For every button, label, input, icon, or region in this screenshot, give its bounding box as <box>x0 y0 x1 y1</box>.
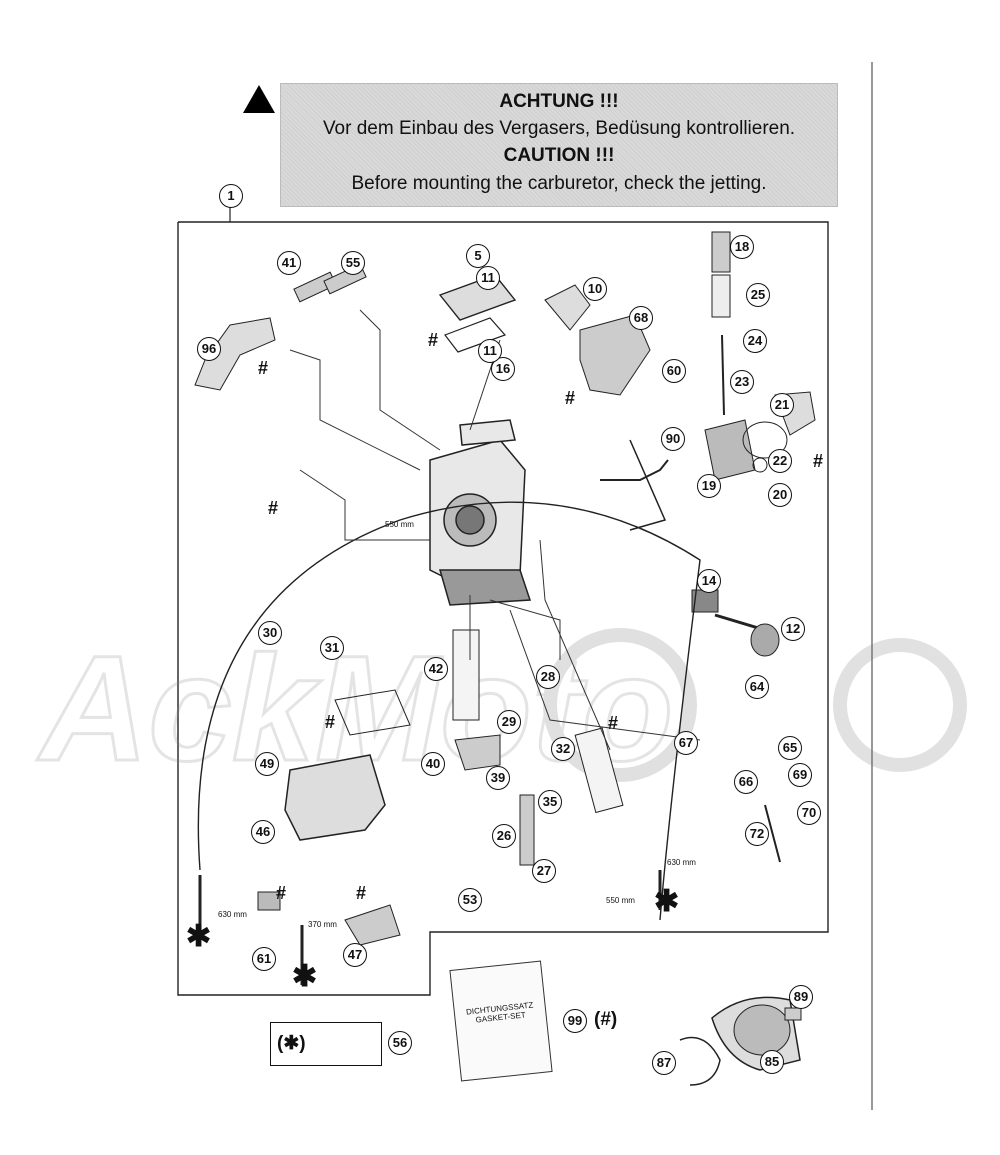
callout-assembly: 1 <box>219 184 243 208</box>
callout-24: 24 <box>743 329 767 353</box>
callout-64: 64 <box>745 675 769 699</box>
hose-marker-star: ✱ <box>292 960 318 993</box>
gasket-marker: # <box>608 713 619 733</box>
legend-symbol: (✱) <box>277 1033 306 1054</box>
callout-11: 11 <box>476 266 500 290</box>
callout-20: 20 <box>768 483 792 507</box>
callout-69: 69 <box>788 763 812 787</box>
callout-26: 26 <box>492 824 516 848</box>
callout-5: 5 <box>466 244 490 268</box>
dimension-label: 550 mm <box>385 520 414 529</box>
dimension-label: 630 mm <box>667 858 696 867</box>
callout-40: 40 <box>421 752 445 776</box>
warning-text-en: Before mounting the carburetor, check th… <box>351 173 767 194</box>
callout-16: 16 <box>491 357 515 381</box>
callout-41: 41 <box>277 251 301 275</box>
callout-72: 72 <box>745 822 769 846</box>
dimension-label: 370 mm <box>308 920 337 929</box>
warning-title-en: CAUTION !!! <box>503 145 615 166</box>
gasket-marker: # <box>813 451 824 471</box>
callout-46: 46 <box>251 820 275 844</box>
gasket-marker: # <box>258 358 269 378</box>
callout-21: 21 <box>770 393 794 417</box>
dimension-label: 550 mm <box>606 896 635 905</box>
callout-89: 89 <box>789 985 813 1009</box>
callout-14: 14 <box>697 569 721 593</box>
callout-23: 23 <box>730 370 754 394</box>
callout-31: 31 <box>320 636 344 660</box>
dimension-label: 630 mm <box>218 910 247 919</box>
gasket-marker: # <box>276 883 287 903</box>
warning-triangle-icon <box>243 85 275 113</box>
hose-legend: (✱) <box>270 1022 382 1066</box>
hose-marker-star: ✱ <box>186 920 212 953</box>
callout-66: 66 <box>734 770 758 794</box>
callout-53: 53 <box>458 888 482 912</box>
warning-text-de: Vor dem Einbau des Vergasers, Bedüsung k… <box>322 118 796 139</box>
callout-27: 27 <box>532 859 556 883</box>
callout-19: 19 <box>697 474 721 498</box>
callout-29: 29 <box>497 710 521 734</box>
callout-22: 22 <box>768 449 792 473</box>
callout-67: 67 <box>674 731 698 755</box>
callout-30: 30 <box>258 621 282 645</box>
callout-70: 70 <box>797 801 821 825</box>
gasket-marker: # <box>428 330 439 350</box>
gasket-set-marker: (#) <box>594 1009 618 1030</box>
callout-42: 42 <box>424 657 448 681</box>
callout-28: 28 <box>536 665 560 689</box>
gasket-marker: # <box>268 498 279 518</box>
callout-87: 87 <box>652 1051 676 1075</box>
callout-39: 39 <box>486 766 510 790</box>
callout-35: 35 <box>538 790 562 814</box>
callout-32: 32 <box>551 737 575 761</box>
callout-49: 49 <box>255 752 279 776</box>
callout-65: 65 <box>778 736 802 760</box>
callout-47: 47 <box>343 943 367 967</box>
callout-60: 60 <box>662 359 686 383</box>
callout-85: 85 <box>760 1050 784 1074</box>
callout-55: 55 <box>341 251 365 275</box>
hose-marker-star: ✱ <box>654 885 680 918</box>
gasket-marker: # <box>565 388 576 408</box>
callout-99: 99 <box>563 1009 587 1033</box>
gasket-set-package: DICHTUNGSSATZ GASKET-SET <box>449 960 553 1082</box>
warning-title-de: ACHTUNG !!! <box>499 91 619 112</box>
gasket-marker: # <box>356 883 367 903</box>
callout-96: 96 <box>197 337 221 361</box>
callout-10: 10 <box>583 277 607 301</box>
callout-12: 12 <box>781 617 805 641</box>
callout-11: 11 <box>478 339 502 363</box>
callout-68: 68 <box>629 306 653 330</box>
gasket-marker: # <box>325 712 336 732</box>
callout-61: 61 <box>252 947 276 971</box>
caution-banner: ACHTUNG !!! Vor dem Einbau des Vergasers… <box>280 83 838 207</box>
callout-18: 18 <box>730 235 754 259</box>
callout-90: 90 <box>661 427 685 451</box>
callout-25: 25 <box>746 283 770 307</box>
callout-56: 56 <box>388 1031 412 1055</box>
